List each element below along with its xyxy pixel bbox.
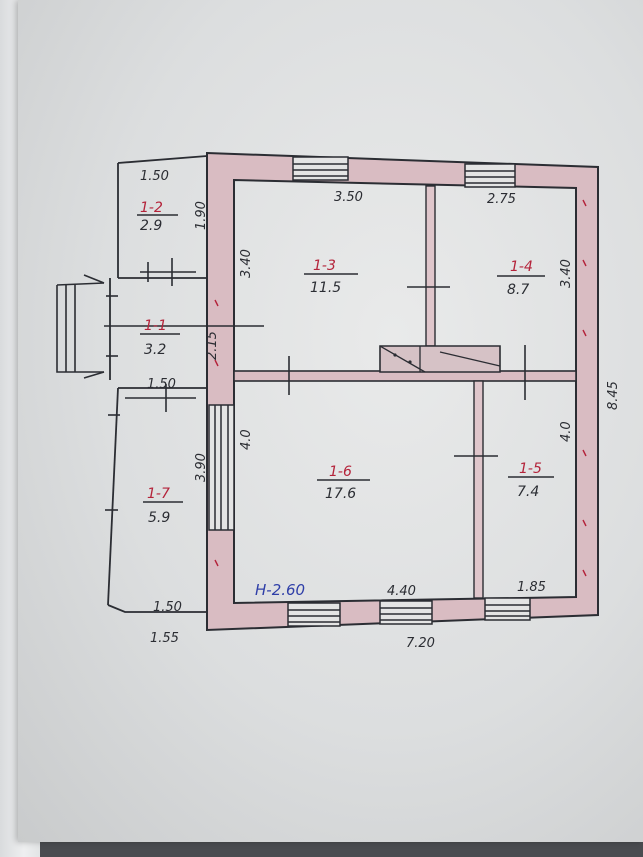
entrance-steps [56,274,105,379]
floor-plan: 1-2 2.9 1-1 3.2 1-3 11.5 1-4 8.7 1-6 17.… [56,151,621,651]
room-1-7-area: 5.9 [148,510,170,526]
window-bottom-right [484,597,531,621]
stove [379,345,501,373]
outer-wall [206,151,599,632]
dim-veranda-outer-width: 1.55 [150,631,179,646]
room-1-2-id: 1-2 [140,200,163,216]
dim-veranda-bottom-width: 1.50 [153,600,182,615]
dim-veranda-depth: 3.90 [194,453,209,482]
dim-room5-width: 1.85 [517,580,546,595]
dim-room6-depth: 4.0 [239,429,254,450]
dim-porch-room-depth: 1.90 [194,201,209,230]
room-1-4-id: 1-4 [510,259,533,275]
window-bottom-middle [379,600,433,625]
room-1-3-area: 11.5 [310,280,341,296]
interior-wall-lower [473,380,484,599]
dim-room4-depth: 3.40 [559,259,574,288]
dim-room5-depth: 4.0 [559,421,574,442]
room-1-6-area: 17.6 [325,486,356,502]
dim-room4-width: 2.75 [487,192,516,207]
dim-corridor: 2.15 [205,331,220,360]
dim-room3-width: 3.50 [334,190,363,205]
dim-total-depth: 8.45 [606,381,621,410]
room-1-1-area: 3.2 [144,342,166,358]
room-1-6-id: 1-6 [329,464,352,480]
dim-total-width: 7.20 [406,636,435,651]
paper-sheet: 1-2 2.9 1-1 3.2 1-3 11.5 1-4 8.7 1-6 17.… [18,0,643,842]
dimension-ticks [104,258,526,511]
dim-room3-depth: 3.40 [239,249,254,278]
room-1-1-id: 1-1 [144,318,167,334]
dim-porch-top-width: 1.50 [140,169,169,184]
dim-room6-width: 4.40 [387,584,416,599]
annex-outline [107,155,208,613]
interior-wall-upper [425,185,436,347]
room-1-7-id: 1-7 [147,486,170,502]
ceiling-height: H-2.60 [255,581,305,599]
window-left-wall [208,404,235,531]
dim-mid-width: 1.50 [147,377,176,392]
window-top-right [464,163,516,188]
window-top-left [292,156,349,181]
room-1-5-area: 7.4 [517,484,539,500]
wall-hatching [214,199,587,577]
room-1-2-area: 2.9 [140,218,162,234]
window-bottom-left [287,602,341,627]
room-1-3-id: 1-3 [313,258,336,274]
room-1-5-id: 1-5 [519,461,542,477]
room-1-4-area: 8.7 [507,282,529,298]
